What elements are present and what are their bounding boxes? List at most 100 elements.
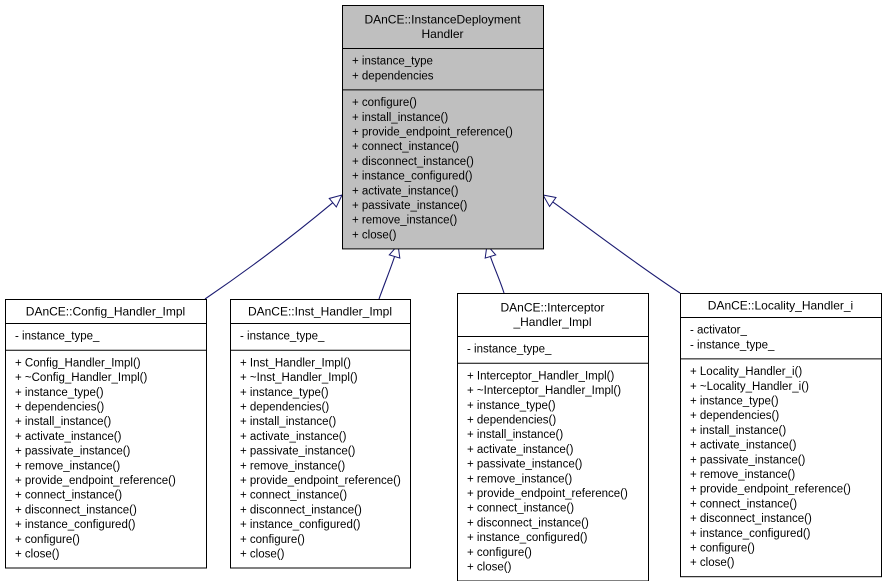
base-method: + instance_configured() (352, 171, 473, 183)
interceptor-box-frame (457, 293, 649, 582)
interceptor-method: + provide_endpoint_reference() (467, 488, 628, 500)
locality-class-box: DAnCE::Locality_Handler_i- activator_- i… (680, 293, 882, 578)
config-method: + activate_instance() (15, 431, 122, 443)
inst-method: + instance_type() (240, 387, 329, 399)
config-method: + passivate_instance() (15, 446, 131, 458)
base-attribute: + dependencies (352, 70, 434, 82)
inst-method: + passivate_instance() (240, 446, 356, 458)
locality-arrowhead (542, 194, 557, 208)
locality-method: + connect_instance() (690, 498, 797, 510)
inst-method: + activate_instance() (240, 431, 347, 443)
locality-method: + activate_instance() (690, 440, 797, 452)
config-method: + close() (15, 549, 60, 561)
interceptor-attribute: - instance_type_ (467, 344, 552, 356)
inst-title-line: DAnCE::Inst_Handler_Impl (248, 304, 392, 318)
inst-method: + close() (240, 549, 285, 561)
inst-method: + disconnect_instance() (240, 504, 362, 516)
base-method: + remove_instance() (352, 215, 457, 227)
config-method: + dependencies() (15, 402, 104, 414)
locality-method: + dependencies() (690, 410, 779, 422)
locality-method: + Locality_Handler_i() (690, 366, 802, 378)
locality-method: + disconnect_instance() (690, 513, 812, 525)
interceptor-inherits-edge (489, 256, 505, 294)
locality-method: + configure() (690, 543, 755, 555)
locality-method: + remove_instance() (690, 469, 795, 481)
locality-method: + provide_endpoint_reference() (690, 484, 851, 496)
inst-method: + ~Inst_Handler_Impl() (240, 372, 358, 384)
base-method: + activate_instance() (352, 185, 459, 197)
interceptor-method: + instance_type() (467, 400, 556, 412)
interceptor-method: + disconnect_instance() (467, 517, 589, 529)
interceptor-method: + Interceptor_Handler_Impl() (467, 370, 615, 382)
interceptor-method: + dependencies() (467, 415, 556, 427)
config-method: + remove_instance() (15, 460, 120, 472)
interceptor-method: + configure() (467, 547, 532, 559)
base-method: + close() (352, 229, 397, 241)
inst-method: + install_instance() (240, 416, 336, 428)
config-method: + configure() (15, 534, 80, 546)
inst-method: + instance_configured() (240, 519, 361, 531)
inst-inherits-edge (378, 256, 396, 300)
locality-method: + ~Locality_Handler_i() (690, 381, 809, 393)
inst-method: + Inst_Handler_Impl() (240, 357, 351, 369)
locality-method: + close() (690, 557, 735, 569)
base-method: + configure() (352, 97, 417, 109)
interceptor-method: + activate_instance() (467, 444, 574, 456)
locality-attribute: - instance_type_ (690, 339, 775, 351)
locality-method: + instance_configured() (690, 528, 811, 540)
base-method: + provide_endpoint_reference() (352, 127, 513, 139)
locality-method: + passivate_instance() (690, 454, 806, 466)
locality-method: + instance_type() (690, 396, 779, 408)
base-method: + install_instance() (352, 112, 448, 124)
inst-method: + connect_instance() (240, 490, 347, 502)
inst-attribute: - instance_type_ (240, 331, 325, 343)
locality-method: + install_instance() (690, 425, 786, 437)
config-box-frame (5, 299, 207, 569)
config-method: + connect_instance() (15, 490, 122, 502)
config-method: + install_instance() (15, 416, 111, 428)
interceptor-title-line: DAnCE::Interceptor (500, 301, 604, 315)
interceptor-title-line: _Handler_Impl (512, 315, 591, 329)
config-title-line: DAnCE::Config_Handler_Impl (26, 304, 185, 318)
interceptor-method: + instance_configured() (467, 532, 588, 544)
interceptor-method: + passivate_instance() (467, 459, 583, 471)
config-method: + provide_endpoint_reference() (15, 475, 176, 487)
inst-method: + remove_instance() (240, 460, 345, 472)
inheritance-edges (204, 194, 681, 300)
base-box-frame (342, 5, 544, 250)
inst-box-frame (230, 299, 411, 569)
locality-inherits-edge (552, 201, 681, 294)
config-method: + ~Config_Handler_Impl() (15, 372, 147, 384)
base-title-line: Handler (421, 27, 463, 41)
base-title-line: DAnCE::InstanceDeployment (364, 13, 521, 27)
config-attribute: - instance_type_ (15, 331, 100, 343)
base-method: + passivate_instance() (352, 200, 468, 212)
inst-method: + dependencies() (240, 402, 329, 414)
interceptor-method: + ~Interceptor_Handler_Impl() (467, 385, 621, 397)
base-attribute: + instance_type (352, 56, 433, 68)
config-class-box: DAnCE::Config_Handler_Impl- instance_typ… (5, 299, 207, 569)
inst-class-box: DAnCE::Inst_Handler_Impl- instance_type_… (230, 299, 411, 569)
config-method: + instance_type() (15, 387, 104, 399)
config-method: + Config_Handler_Impl() (15, 357, 141, 369)
config-inherits-edge (204, 202, 334, 300)
locality-attribute: - activator_ (690, 325, 747, 337)
config-method: + disconnect_instance() (15, 504, 137, 516)
locality-title-line: DAnCE::Locality_Handler_i (708, 298, 853, 312)
locality-box-frame (680, 293, 882, 578)
inst-method: + provide_endpoint_reference() (240, 475, 401, 487)
base-method: + connect_instance() (352, 141, 459, 153)
config-arrowhead (328, 194, 343, 208)
interceptor-method: + close() (467, 562, 512, 574)
interceptor-method: + remove_instance() (467, 473, 572, 485)
interceptor-method: + connect_instance() (467, 503, 574, 515)
interceptor-class-box: DAnCE::Interceptor_Handler_Impl- instanc… (457, 293, 649, 582)
inst-method: + configure() (240, 534, 305, 546)
base-method: + disconnect_instance() (352, 156, 474, 168)
config-method: + instance_configured() (15, 519, 136, 531)
interceptor-method: + install_instance() (467, 429, 563, 441)
